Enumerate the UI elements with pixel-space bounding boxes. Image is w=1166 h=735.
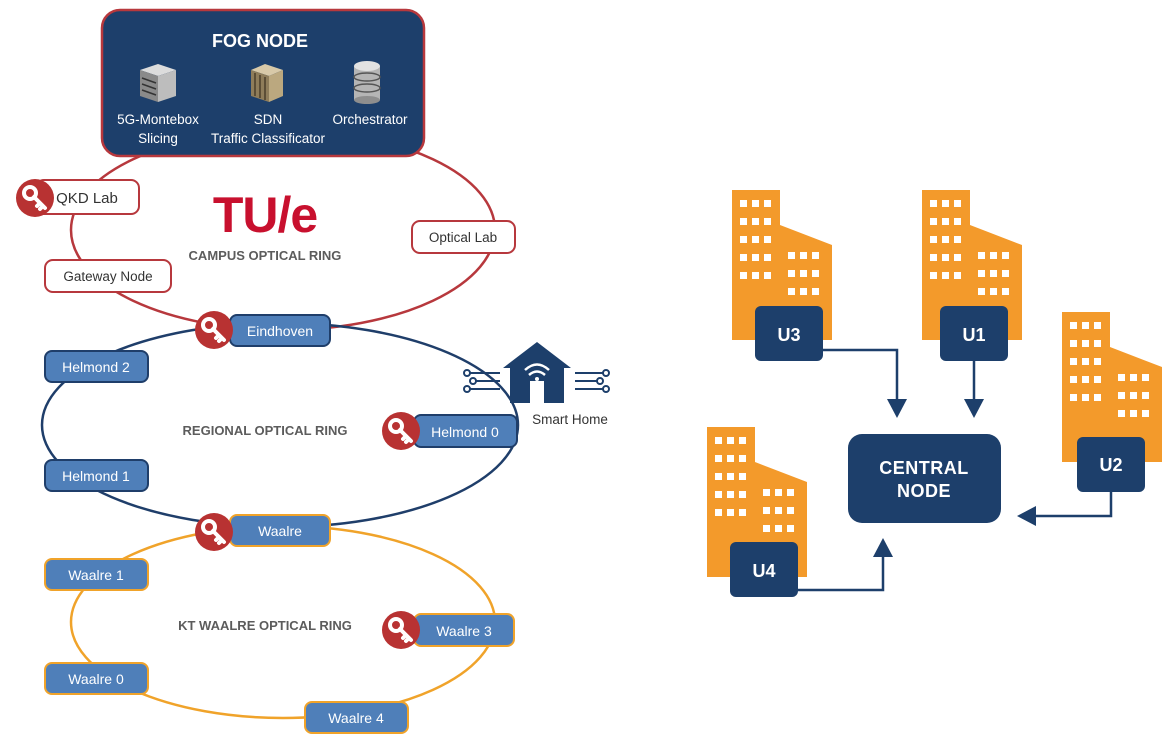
node-qkd-lab-label: QKD Lab: [56, 190, 118, 207]
regional-ring-label: REGIONAL OPTICAL RING: [183, 423, 348, 438]
tue-logo: TU/e: [213, 187, 318, 243]
connectors: [798, 348, 1113, 592]
waalre-ring-label: KT WAALRE OPTICAL RING: [178, 618, 352, 633]
node-qkd-lab[interactable]: QKD Lab: [35, 179, 140, 215]
arrowheads: [873, 399, 1036, 557]
node-helmond-2-label: Helmond 2: [62, 359, 130, 375]
node-waalre-4[interactable]: Waalre 4: [304, 701, 409, 734]
node-waalre[interactable]: Waalre: [229, 514, 331, 547]
node-waalre-0-label: Waalre 0: [68, 671, 124, 687]
key-icon: [194, 512, 234, 552]
campus-ring-label: CAMPUS OPTICAL RING: [189, 248, 342, 263]
central-node-line2: NODE: [897, 481, 951, 501]
node-optical-lab-label: Optical Lab: [429, 230, 497, 245]
fog-node: FOG NODE 5G-Montebox Slicing SDN: [100, 8, 426, 158]
fog-item-slicing: Slicing: [138, 131, 178, 146]
arrow-u4-icon: [873, 538, 893, 557]
node-helmond-1-label: Helmond 1: [62, 468, 130, 484]
user-u1: U1: [940, 306, 1008, 361]
node-gateway[interactable]: Gateway Node: [44, 259, 172, 293]
smart-home-icon: [463, 342, 610, 403]
user-u4: U4: [730, 542, 798, 597]
central-node: CENTRAL NODE: [848, 434, 1001, 523]
node-waalre-3-label: Waalre 3: [436, 623, 492, 639]
node-waalre-0[interactable]: Waalre 0: [44, 662, 149, 695]
user-u3-label: U3: [777, 325, 800, 345]
node-eindhoven-label: Eindhoven: [247, 323, 313, 339]
node-optical-lab[interactable]: Optical Lab: [411, 220, 516, 254]
user-u4-label: U4: [752, 561, 775, 581]
node-helmond-2[interactable]: Helmond 2: [44, 350, 149, 383]
node-waalre-3[interactable]: Waalre 3: [413, 613, 515, 647]
node-waalre-label: Waalre: [258, 523, 302, 539]
node-waalre-4-label: Waalre 4: [328, 710, 384, 726]
fog-item-traffic-classificator: Traffic Classificator: [211, 131, 326, 146]
node-eindhoven[interactable]: Eindhoven: [229, 314, 331, 347]
server-blades-icon: [251, 64, 283, 102]
fog-item-orchestrator: Orchestrator: [332, 112, 408, 127]
key-icon: [381, 610, 421, 650]
user-u3: U3: [755, 306, 823, 361]
user-u1-label: U1: [962, 325, 985, 345]
arrow-u2-icon: [1017, 506, 1036, 526]
server-rack-icon: [140, 64, 176, 102]
node-waalre-1-label: Waalre 1: [68, 567, 124, 583]
fog-node-title: FOG NODE: [212, 31, 308, 51]
node-helmond-0-label: Helmond 0: [431, 424, 499, 440]
central-node-line1: CENTRAL: [879, 458, 969, 478]
user-u2-label: U2: [1099, 455, 1122, 475]
node-helmond-0[interactable]: Helmond 0: [413, 414, 518, 448]
key-icon: [15, 178, 55, 218]
fog-item-sdn: SDN: [254, 112, 283, 127]
node-waalre-1[interactable]: Waalre 1: [44, 558, 149, 591]
arrow-u1-icon: [964, 399, 984, 418]
fog-item-montebox: 5G-Montebox: [117, 112, 199, 127]
smart-home-label: Smart Home: [532, 412, 608, 427]
user-u2: U2: [1077, 437, 1145, 492]
key-icon: [381, 411, 421, 451]
key-icon: [194, 310, 234, 350]
node-gateway-label: Gateway Node: [63, 269, 152, 284]
arrow-u3-icon: [887, 399, 907, 418]
node-helmond-1[interactable]: Helmond 1: [44, 459, 149, 492]
database-stack-icon: [353, 61, 381, 104]
